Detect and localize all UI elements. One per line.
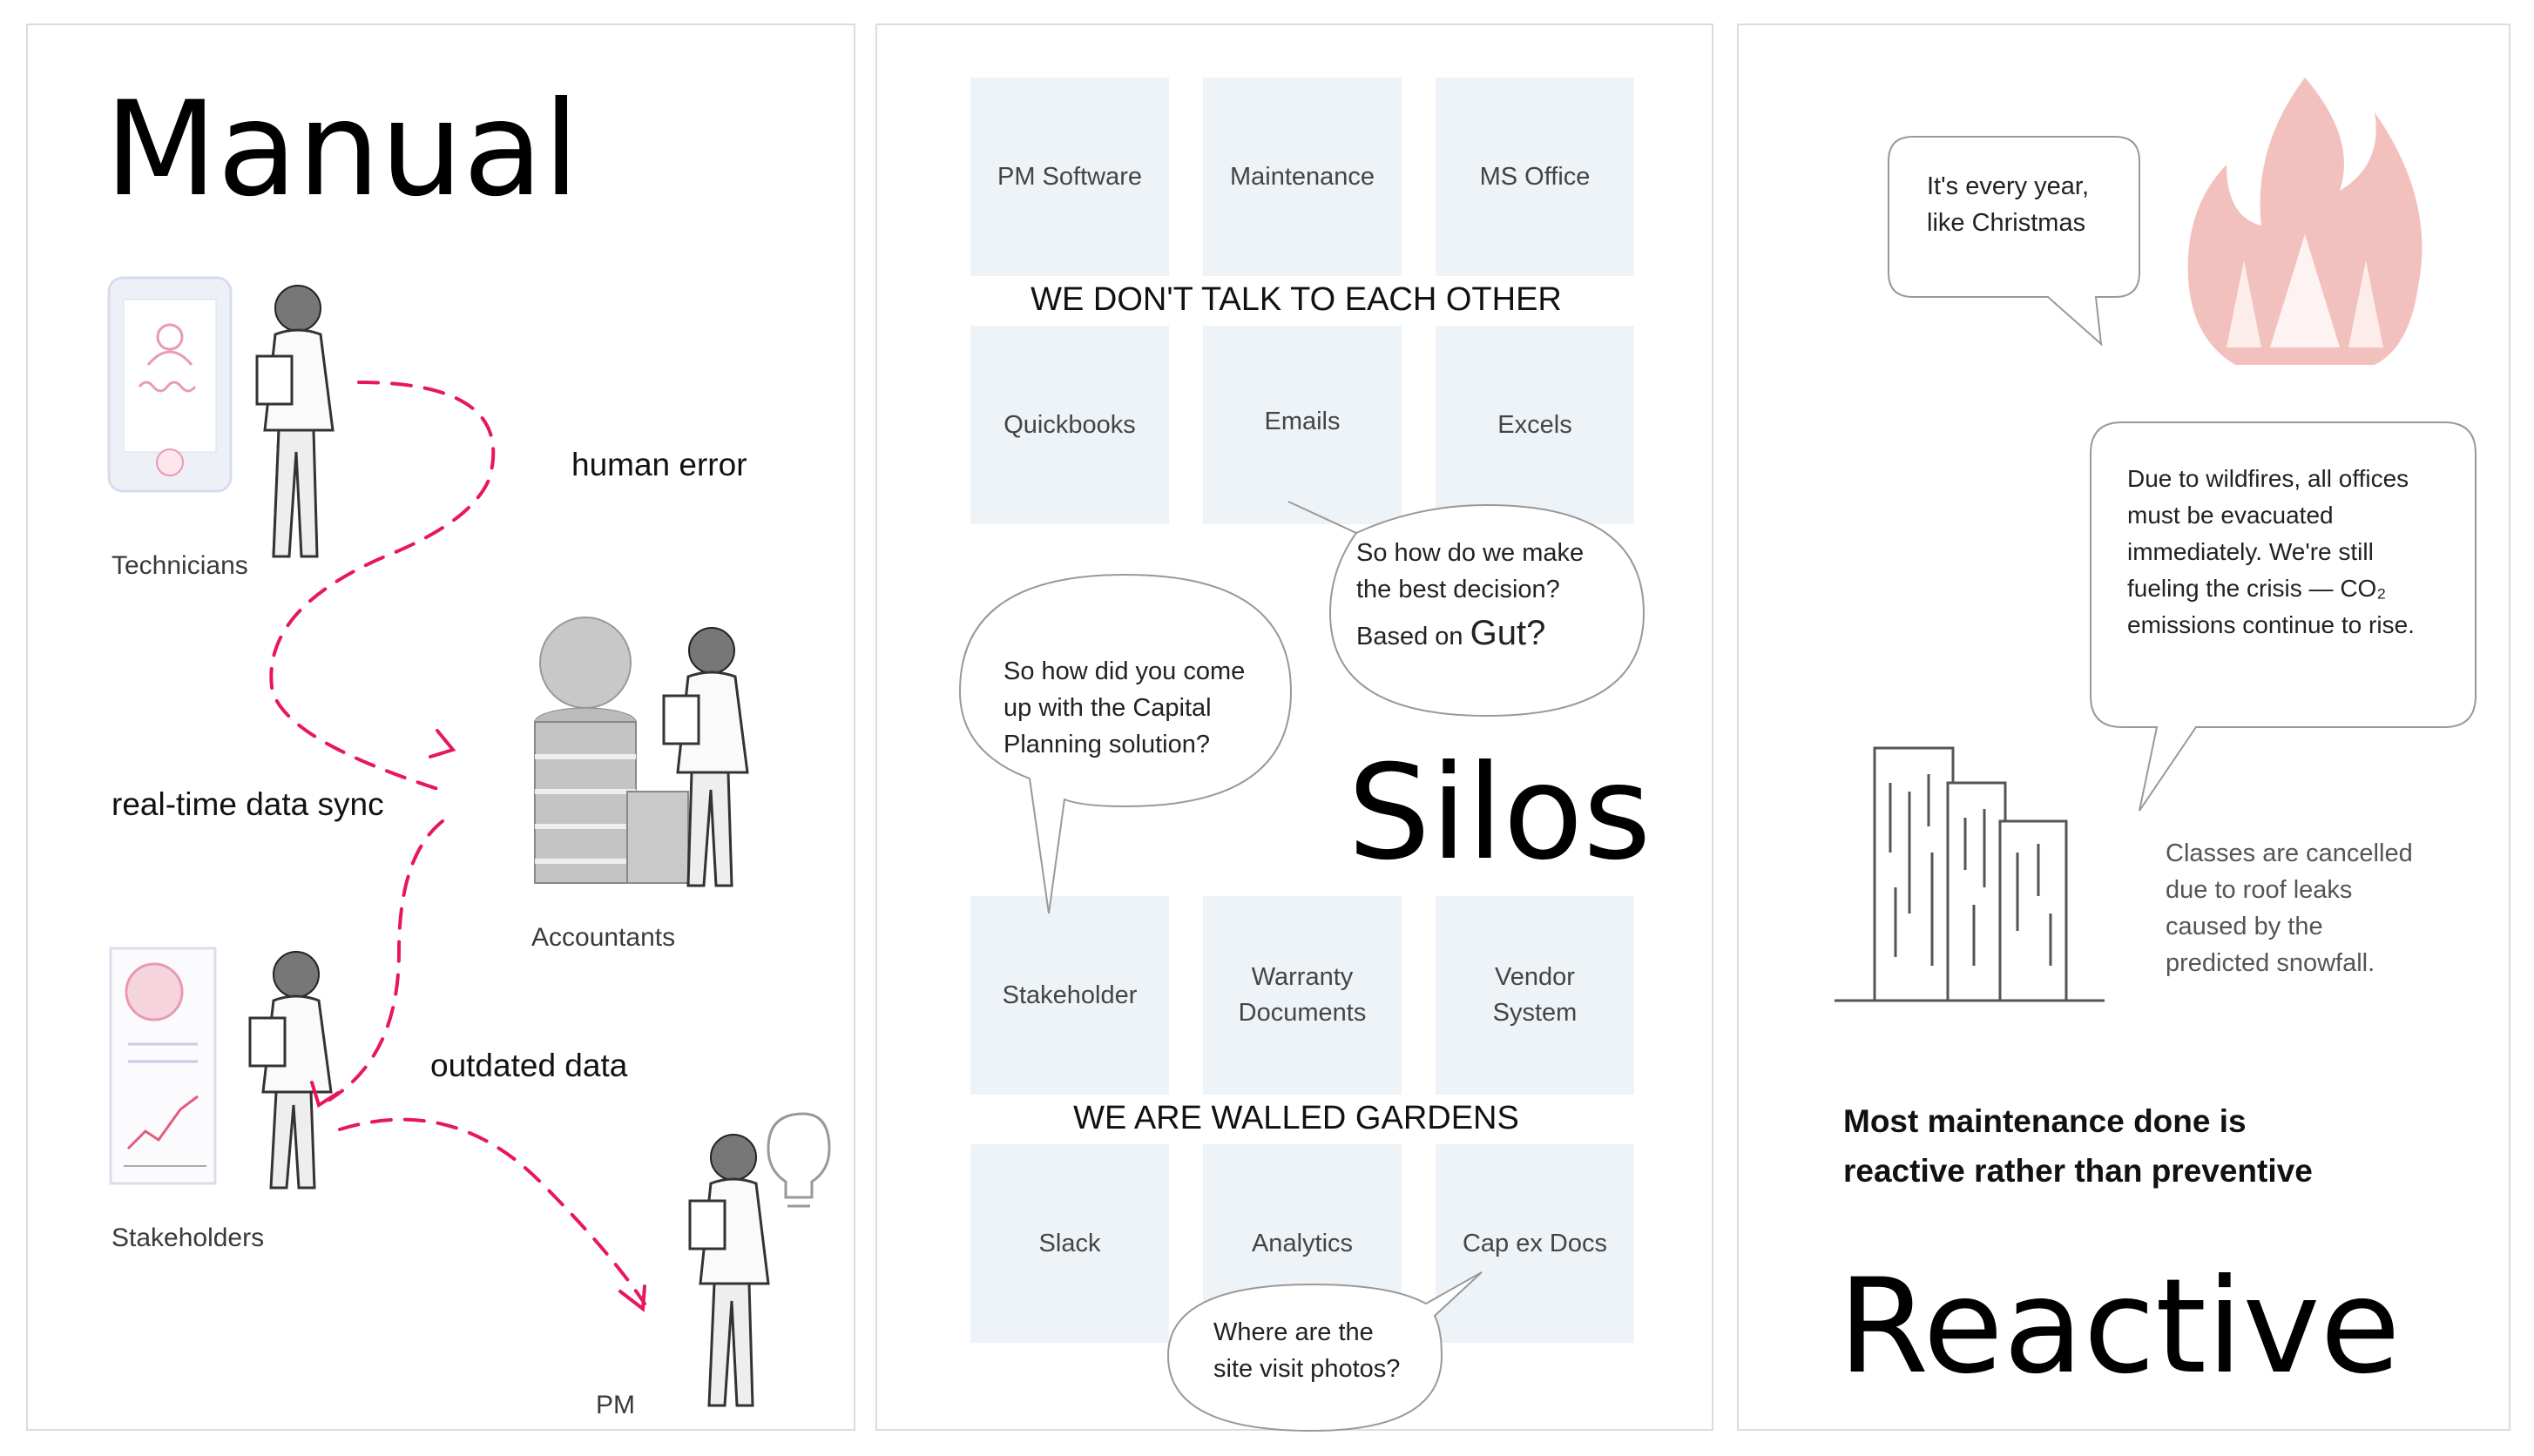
tile-vendor-system: Vendor System bbox=[1436, 896, 1634, 1095]
capital-bubble-text: So how did you come up with the Capital … bbox=[1003, 657, 1246, 759]
technicians-label: Technicians bbox=[111, 551, 248, 580]
tile-warranty-documents: Warranty Documents bbox=[1203, 896, 1402, 1095]
christmas-bubble-text: It's every year, like Christmas bbox=[1927, 172, 2090, 238]
stakeholder-illustration bbox=[106, 940, 350, 1205]
speech-bubble-decision: So how do we make the best decision? Bas… bbox=[1287, 474, 1652, 735]
silos-heading-walled: WE ARE WALLED GARDENS bbox=[1073, 1100, 1519, 1136]
gut-word: Gut? bbox=[1470, 614, 1546, 653]
manual-title: Manual bbox=[105, 74, 580, 226]
accountant-illustration bbox=[516, 609, 768, 909]
reactive-panel: It's every year, like Christmas Due to w… bbox=[1737, 24, 2510, 1431]
classes-note: Classes are cancelled due to roof leaks … bbox=[2166, 839, 2413, 978]
pm-illustration bbox=[664, 1096, 864, 1432]
speech-bubble-capital: So how did you come up with the Capital … bbox=[951, 570, 1300, 961]
flow-connectors bbox=[269, 381, 646, 1312]
human-error-phrase: human error bbox=[571, 447, 747, 482]
tile-excels: Excels bbox=[1436, 326, 1634, 524]
tile-ms-office: MS Office bbox=[1436, 78, 1634, 276]
reactive-title: Reactive bbox=[1838, 1251, 2401, 1403]
speech-bubble-wildfire: Due to wildfires, all offices must be ev… bbox=[2087, 417, 2479, 818]
silos-panel: PM Software Maintenance MS Office Quickb… bbox=[875, 24, 1713, 1432]
stakeholders-label: Stakeholders bbox=[111, 1223, 265, 1252]
silos-title: Silos bbox=[1348, 738, 1652, 889]
pm-label: PM bbox=[596, 1391, 635, 1419]
reactive-statement: Most maintenance done is reactive rather… bbox=[1843, 1103, 2313, 1190]
speech-bubble-photos: Where are the site visit photos? bbox=[1165, 1269, 1504, 1452]
tile-pm-software: PM Software bbox=[970, 78, 1169, 276]
speech-bubble-christmas: It's every year, like Christmas bbox=[1887, 130, 2157, 356]
tile-stakeholder: Stakeholder bbox=[970, 896, 1169, 1095]
manual-panel: Manual Technicians human error bbox=[26, 24, 855, 1431]
tile-slack: Slack bbox=[970, 1144, 1169, 1343]
tile-capex-docs: Cap ex Docs bbox=[1436, 1144, 1634, 1343]
accountants-label: Accountants bbox=[531, 923, 676, 952]
photos-bubble-text: Where are the site visit photos? bbox=[1213, 1318, 1401, 1384]
tile-maintenance: Maintenance bbox=[1203, 78, 1402, 276]
wildfire-bubble-text: Due to wildfires, all offices must be ev… bbox=[2127, 465, 2415, 638]
decision-bubble-text: So how do we make the best decision? Bas… bbox=[1356, 539, 1585, 653]
outdated-data-phrase: outdated data bbox=[430, 1048, 628, 1083]
silos-heading-talk: WE DON'T TALK TO EACH OTHER bbox=[1030, 281, 1562, 318]
fire-icon bbox=[2187, 78, 2423, 365]
technician-illustration bbox=[105, 269, 348, 570]
tile-emails: Emails bbox=[1203, 326, 1402, 524]
realtime-sync-phrase: real-time data sync bbox=[111, 786, 384, 822]
tile-quickbooks: Quickbooks bbox=[970, 326, 1169, 524]
buildings-illustration bbox=[1835, 746, 2105, 1002]
